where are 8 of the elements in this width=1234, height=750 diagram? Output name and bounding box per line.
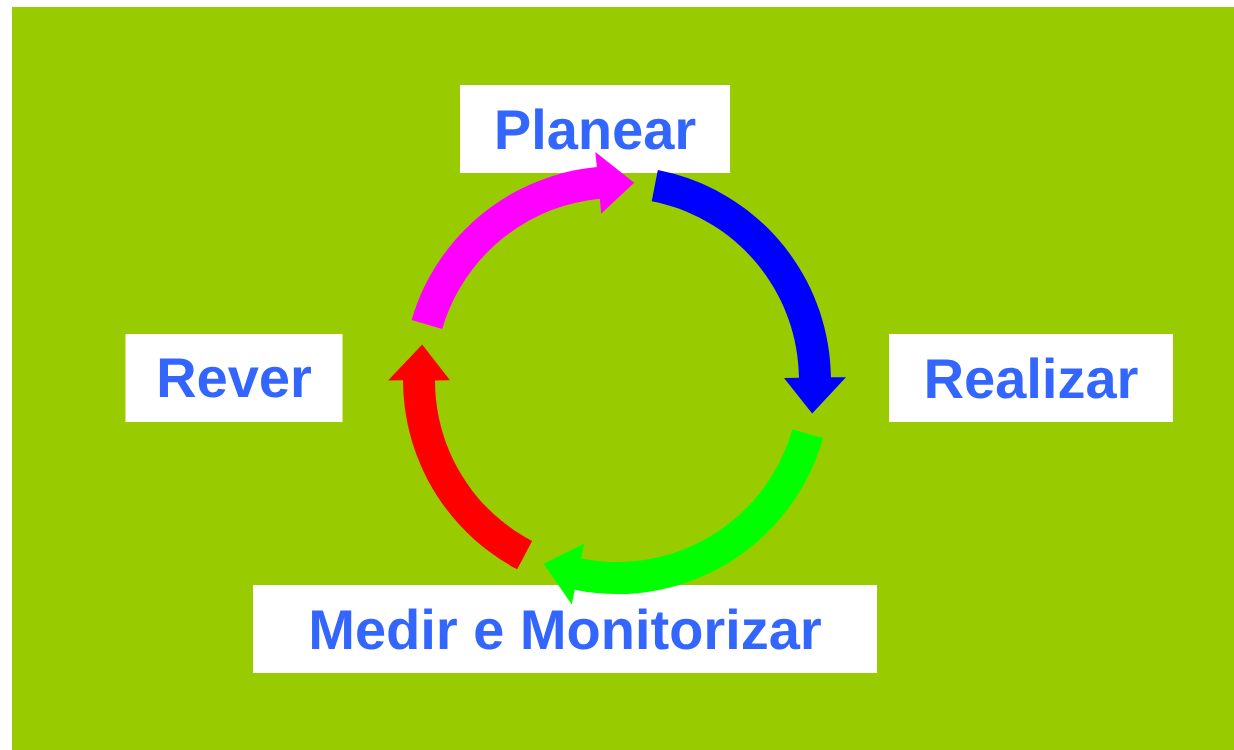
- label-box: Rever: [125, 334, 343, 422]
- curved-arrow: [411, 152, 635, 329]
- label-box: Medir e Monitorizar: [253, 585, 877, 673]
- curved-arrow: [543, 429, 823, 605]
- curved-arrow: [388, 344, 533, 570]
- label-box: Planear: [460, 85, 730, 173]
- label-box: Realizar: [889, 334, 1173, 422]
- curved-arrow: [651, 169, 846, 414]
